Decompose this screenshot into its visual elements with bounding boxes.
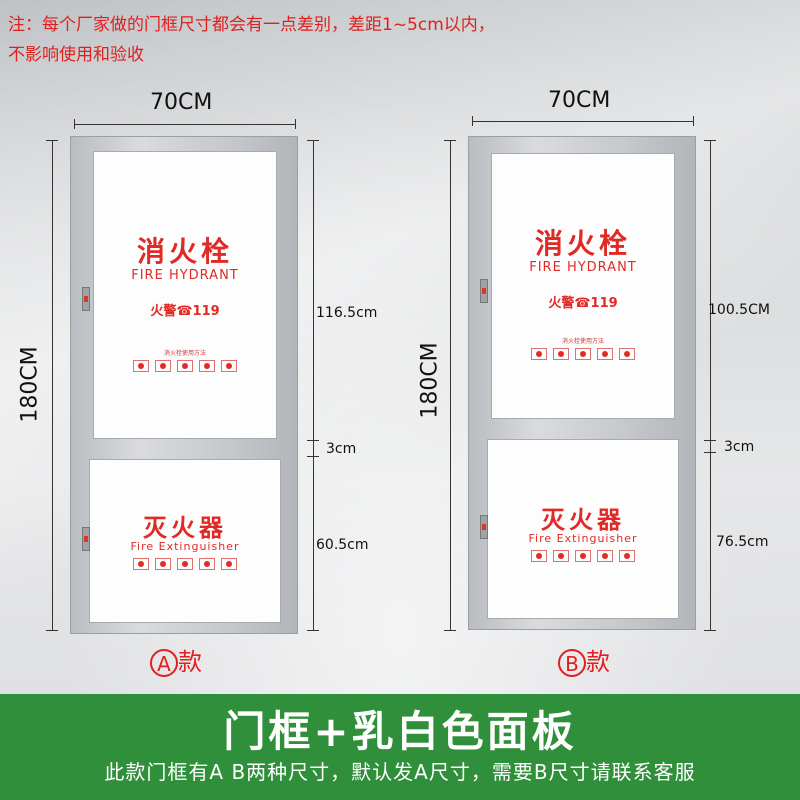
cabinet-a-tick-top	[307, 140, 319, 141]
cabinet-a-width-tick-right	[295, 119, 296, 129]
size-notice: 注：每个厂家做的门框尺寸都会有一点差别，差距1~5cm以内， 不影响使用和验收	[8, 10, 698, 70]
cabinet-b-upper-phone: 火警☎119	[548, 296, 618, 311]
cabinet-b-frame: 消火栓 FIRE HYDRANT 火警☎119 消火栓使用方法 灭火器 Fire…	[468, 136, 696, 630]
cabinet-b-style-suffix: 款	[586, 648, 610, 676]
cabinet-b-upper-panel: 消火栓 FIRE HYDRANT 火警☎119 消火栓使用方法	[491, 153, 675, 419]
usage-step-icon	[221, 360, 237, 372]
cabinet-a-height-tick-bottom	[46, 630, 58, 631]
cabinet-b-style-letter: B	[558, 649, 586, 677]
extinguisher-step-icon	[177, 558, 193, 570]
usage-step-icon	[177, 360, 193, 372]
cabinet-a-upper-en: FIRE HYDRANT	[131, 268, 239, 283]
cabinet-b-upper-en: FIRE HYDRANT	[529, 260, 637, 275]
cabinet-a-width-line	[74, 124, 296, 125]
cabinet-a-gap-height: 3cm	[326, 441, 357, 457]
cabinet-a-lower-handle-icon	[82, 527, 90, 551]
cabinet-a-width-tick-left	[74, 119, 75, 129]
usage-step-icon	[619, 348, 635, 360]
cabinet-b-lower-panel: 灭火器 Fire Extinguisher	[487, 439, 679, 619]
extinguisher-step-icon	[199, 558, 215, 570]
cabinet-a-usage-icons	[94, 360, 276, 372]
cabinet-b-tick-top	[704, 140, 716, 141]
usage-step-icon	[553, 348, 569, 360]
cabinet-b-width-line	[472, 121, 694, 122]
cabinet-a-tick-bottom	[307, 630, 319, 631]
usage-step-icon	[133, 360, 149, 372]
cabinet-b-gap-height: 3cm	[724, 439, 755, 455]
bottom-banner: 门框+乳白色面板 此款门框有A B两种尺寸，默认发A尺寸，需要B尺寸请联系客服	[0, 694, 800, 800]
cabinet-a-style-suffix: 款	[178, 648, 202, 676]
usage-step-icon	[597, 348, 613, 360]
extinguisher-step-icon	[619, 550, 635, 562]
cabinet-b-upper-title: 消火栓	[534, 227, 631, 260]
cabinet-b-lower-en: Fire Extinguisher	[528, 532, 638, 545]
cabinet-b-lower-handle-icon	[480, 515, 488, 539]
cabinet-a-upper-small-text: 消火栓使用方法	[163, 350, 206, 357]
cabinet-a-tick-gap-bottom	[307, 456, 319, 457]
cabinet-a-lower-height: 60.5cm	[316, 537, 369, 553]
cabinet-b-width-tick-right	[693, 116, 694, 126]
banner-subtitle: 此款门框有A B两种尺寸，默认发A尺寸，需要B尺寸请联系客服	[104, 760, 696, 784]
cabinet-b-upper-handle-icon	[480, 279, 488, 303]
cabinet-b-tick-gap-top	[704, 440, 716, 441]
size-notice-line-2: 不影响使用和验收	[8, 45, 144, 65]
cabinet-b-height-tick-top	[444, 140, 456, 141]
extinguisher-step-icon	[597, 550, 613, 562]
cabinet-a-lower-title: 灭火器	[143, 514, 227, 542]
cabinet-a-upper-phone: 火警☎119	[150, 304, 220, 319]
cabinet-a-frame: 消火栓 FIRE HYDRANT 火警☎119 消火栓使用方法 灭火器 Fire…	[70, 136, 298, 634]
extinguisher-step-icon	[531, 550, 547, 562]
cabinet-b-lower-height: 76.5cm	[716, 534, 769, 550]
cabinet-a-upper-handle-icon	[82, 287, 90, 311]
cabinet-b-height-tick-bottom	[444, 630, 456, 631]
cabinet-b-width-tick-left	[472, 116, 473, 126]
cabinet-b-upper-height: 100.5CM	[708, 302, 770, 318]
size-notice-line-1: 注：每个厂家做的门框尺寸都会有一点差别，差距1~5cm以内，	[8, 15, 495, 35]
extinguisher-step-icon	[221, 558, 237, 570]
cabinet-a-width-label: 70CM	[150, 90, 213, 115]
cabinet-a-height-label: 180CM	[17, 346, 43, 423]
cabinet-b-width-label: 70CM	[548, 88, 611, 113]
cabinet-b-height-label: 180CM	[417, 342, 443, 419]
cabinet-a-extinguisher-icons	[90, 558, 280, 570]
cabinet-a-upper-height: 116.5cm	[316, 305, 378, 321]
cabinet-b-lower-title: 灭火器	[541, 506, 625, 534]
cabinet-a-lower-panel: 灭火器 Fire Extinguisher	[89, 459, 281, 623]
banner-title: 门框+乳白色面板	[223, 707, 577, 756]
cabinet-b-usage-icons	[492, 348, 674, 360]
cabinet-a-upper-panel: 消火栓 FIRE HYDRANT 火警☎119 消火栓使用方法	[93, 151, 277, 439]
cabinet-a-height-line	[52, 140, 53, 630]
cabinet-a-tick-gap-top	[307, 440, 319, 441]
usage-step-icon	[155, 360, 171, 372]
usage-step-icon	[531, 348, 547, 360]
usage-step-icon	[199, 360, 215, 372]
cabinet-a-segment-line	[313, 140, 314, 630]
extinguisher-step-icon	[155, 558, 171, 570]
extinguisher-step-icon	[133, 558, 149, 570]
cabinet-b-tick-bottom	[704, 630, 716, 631]
cabinet-b-tick-gap-bottom	[704, 452, 716, 453]
extinguisher-step-icon	[575, 550, 591, 562]
cabinet-a-upper-title: 消火栓	[136, 235, 233, 268]
cabinet-b-height-line	[450, 140, 451, 630]
cabinet-a-lower-en: Fire Extinguisher	[130, 540, 240, 553]
cabinet-b-extinguisher-icons	[488, 550, 678, 562]
extinguisher-step-icon	[553, 550, 569, 562]
usage-step-icon	[575, 348, 591, 360]
cabinet-b-segment-line	[710, 140, 711, 630]
cabinet-a-style-letter: A	[150, 649, 178, 677]
cabinet-b-upper-small-text: 消火栓使用方法	[561, 338, 604, 345]
cabinet-a-height-tick-top	[46, 140, 58, 141]
